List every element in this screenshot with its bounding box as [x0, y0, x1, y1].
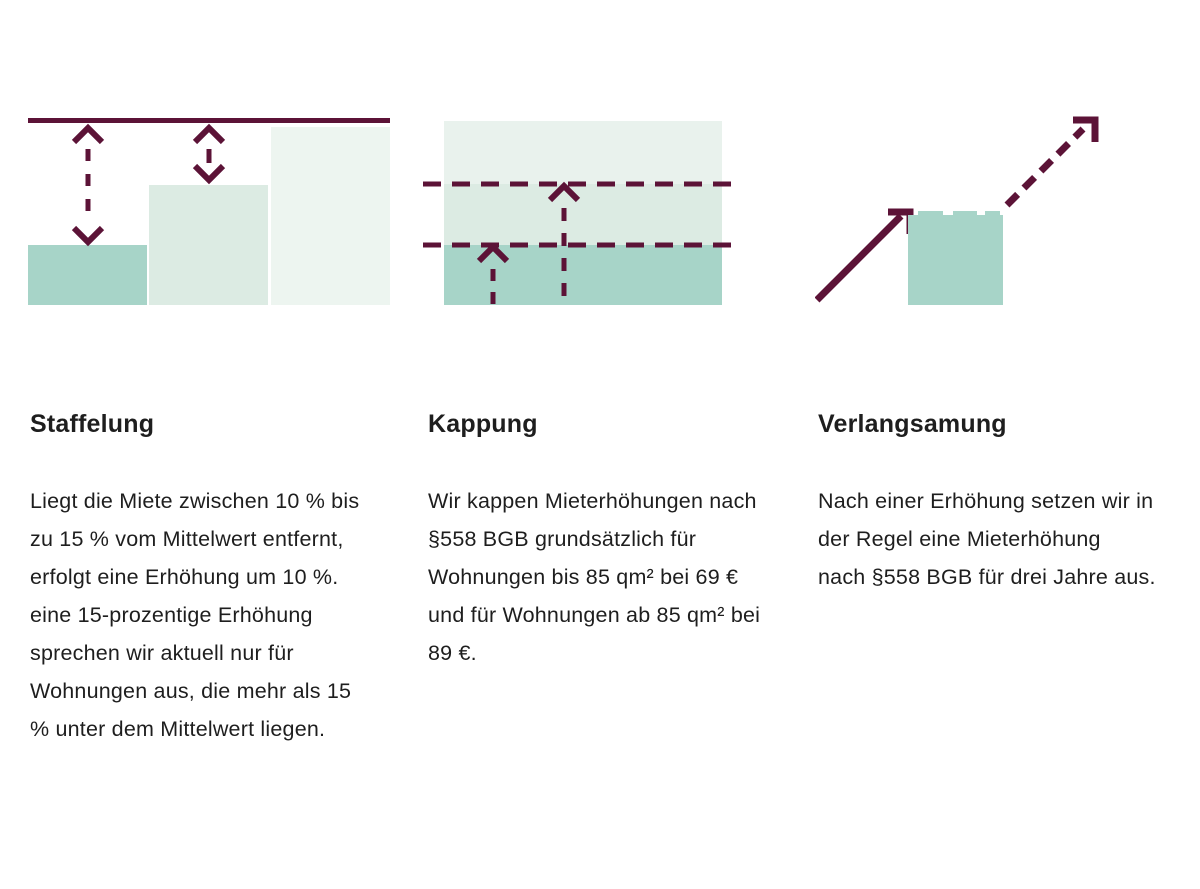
- up-arrow-icon-tall: [547, 181, 581, 305]
- double-arrow-icon-short: [192, 123, 226, 185]
- panel-body: Nach einer Erhöhung setzen wir in der Re…: [818, 488, 1156, 589]
- panel-kappung: Kappung Wir kappen Mieterhöhungen nach §…: [423, 0, 803, 889]
- panel-title: Verlangsamung: [818, 409, 1007, 438]
- band-top: [444, 121, 722, 184]
- band-middle: [444, 184, 722, 245]
- panel-staffelung: Staffelung Liegt die Miete zwischen 10 %…: [28, 0, 408, 889]
- kappung-illustration: [423, 121, 739, 305]
- bar-top-dash: [953, 211, 977, 215]
- panel-title: Kappung: [428, 409, 538, 438]
- step-bar-mid: [149, 185, 268, 305]
- double-arrow-icon-tall: [71, 123, 105, 247]
- bar-top-dash: [918, 211, 943, 215]
- verlangsamung-illustration: [815, 116, 1099, 305]
- step-bar-low: [28, 245, 147, 305]
- panel-body: Liegt die Miete zwischen 10 % bis zu 15 …: [30, 488, 360, 741]
- up-arrow-icon-short: [476, 242, 510, 305]
- band-bottom: [444, 245, 722, 305]
- bar-top-dash: [985, 211, 1000, 215]
- plateau-bar: [908, 211, 1003, 305]
- rising-arrow-icon: [815, 208, 914, 303]
- panel-title: Staffelung: [30, 409, 155, 438]
- step-bar-high: [271, 127, 390, 305]
- median-line: [28, 118, 390, 123]
- panel-verlangsamung: Verlangsamung Nach einer Erhöhung setzen…: [815, 0, 1195, 889]
- dashed-rising-arrow-icon: [1004, 116, 1099, 208]
- staffelung-illustration: [28, 118, 390, 305]
- panel-body: Wir kappen Mieterhöhungen nach §558 BGB …: [428, 488, 761, 665]
